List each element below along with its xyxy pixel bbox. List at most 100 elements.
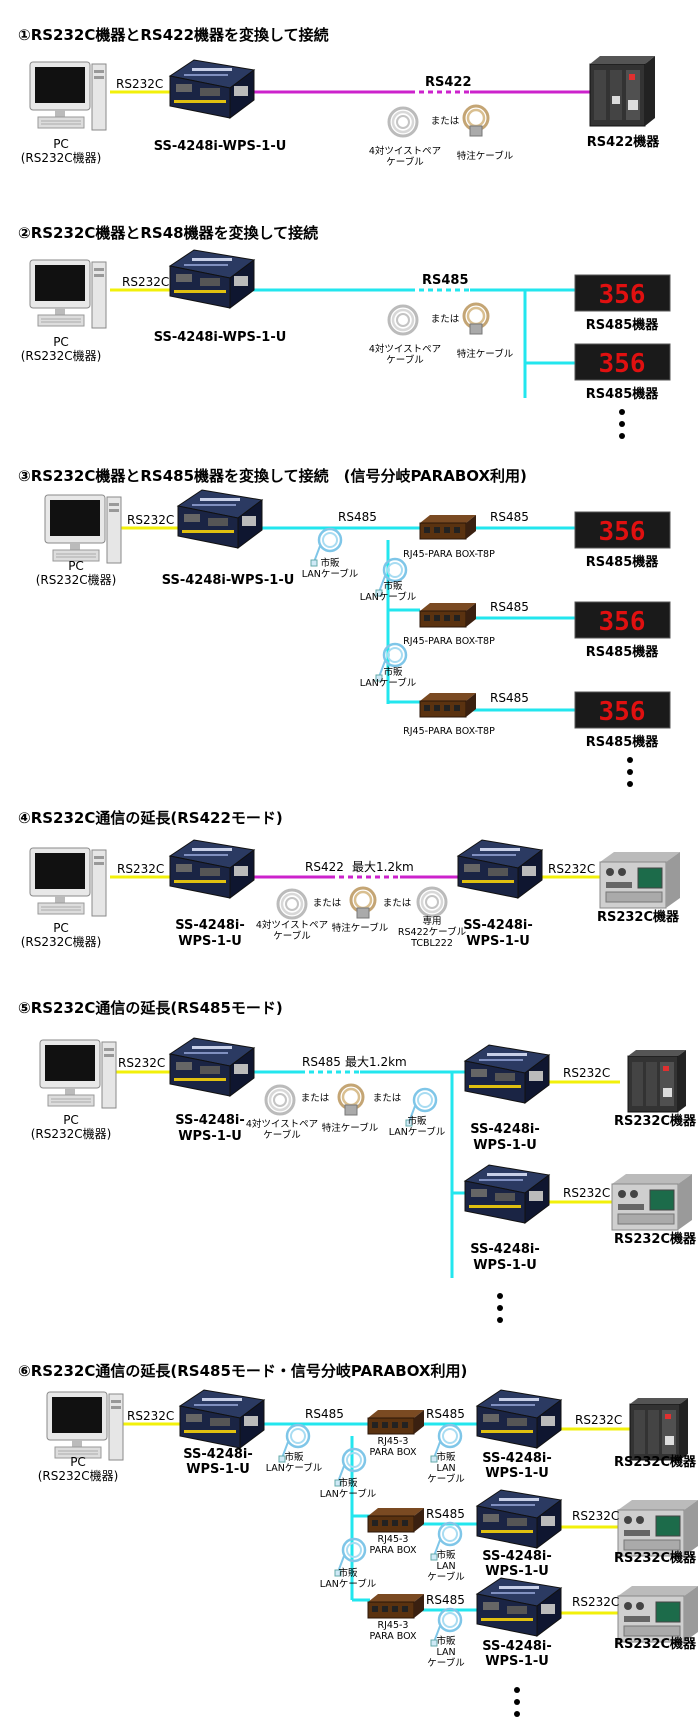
lan-label: 市販 bbox=[383, 666, 403, 678]
lan-label-2: LANケーブル bbox=[266, 1462, 323, 1474]
twisted-label: 4対ツイストペア bbox=[369, 343, 441, 355]
lan-label-2: LAN bbox=[436, 1463, 455, 1474]
rs485-display: 356 bbox=[574, 343, 671, 381]
lan-label: 市販 bbox=[436, 1635, 456, 1647]
converter-icon bbox=[476, 1389, 562, 1449]
rs485-label: RS485 bbox=[490, 691, 529, 705]
parabox-label: RJ45-PARA BOX-T8P bbox=[403, 549, 495, 560]
section-5-title: ⑤RS232C通信の延長(RS485モード) bbox=[18, 999, 283, 1017]
parabox-label: RJ45-3 bbox=[378, 1534, 409, 1545]
rs485-label: RS485 bbox=[305, 1407, 344, 1421]
rs485-device-label: RS485機器 bbox=[586, 554, 660, 570]
lan-label-2: LAN bbox=[436, 1561, 455, 1572]
display-digits: 356 bbox=[599, 280, 646, 310]
or-label: または bbox=[301, 1093, 330, 1104]
rs232c-label: RS232C bbox=[127, 1409, 174, 1423]
rs232c-panel-icon bbox=[617, 1585, 699, 1643]
rs232c-panel-icon bbox=[599, 851, 681, 909]
special-cable-label: 特注ケーブル bbox=[457, 150, 514, 162]
special-cable-label: 特注ケーブル bbox=[322, 1122, 379, 1134]
rs485-label: RS485 bbox=[426, 1507, 465, 1521]
rs232c-device-label: RS232C機器 bbox=[614, 1231, 697, 1247]
twisted-label-2: ケーブル bbox=[386, 156, 424, 168]
rs485-device-label: RS485機器 bbox=[586, 644, 660, 660]
special-cable-label: 特注ケーブル bbox=[332, 922, 389, 934]
twisted-cable-icon bbox=[387, 106, 419, 138]
lan-label: 市販 bbox=[338, 1477, 358, 1489]
twisted-cable-icon bbox=[276, 888, 308, 920]
converter-icon bbox=[457, 839, 543, 899]
section-5: RS232C RS485 最大1.2km RS232C RS232C PC (R… bbox=[31, 1037, 697, 1323]
special-cable-icon bbox=[349, 886, 377, 920]
parabox-label-2: PARA BOX bbox=[369, 1545, 417, 1556]
rs422-cable-label-3: TCBL222 bbox=[410, 938, 453, 949]
rs232c-label: RS232C bbox=[563, 1066, 610, 1080]
special-cable-icon bbox=[337, 1083, 365, 1117]
pc-icon bbox=[46, 1391, 124, 1461]
rs232c-label: RS232C bbox=[572, 1595, 619, 1609]
continuation-dots bbox=[619, 409, 625, 439]
section-2: 356 356 RS232C RS485 PC (RS232C機器) SS-42… bbox=[21, 249, 671, 439]
max-length-label: 最大1.2km bbox=[345, 1055, 407, 1069]
twisted-cable-icon bbox=[387, 304, 419, 336]
twisted-label-2: ケーブル bbox=[386, 354, 424, 366]
device-label-2: WPS-1-U bbox=[178, 934, 242, 949]
section-1-title: ①RS232C機器とRS422機器を変換して接続 bbox=[18, 26, 329, 44]
rs485-label: RS485 bbox=[490, 600, 529, 614]
device-label: SS-4248i- bbox=[183, 1447, 253, 1462]
display-digits: 356 bbox=[599, 517, 646, 547]
rs485-display: 356 bbox=[574, 274, 671, 312]
rs422-cable-icon bbox=[416, 886, 448, 918]
continuation-dots bbox=[514, 1687, 520, 1717]
twisted-label-2: ケーブル bbox=[263, 1129, 301, 1141]
display-digits: 356 bbox=[599, 349, 646, 379]
rs422-rack-icon bbox=[589, 55, 656, 127]
pc-label: PC bbox=[53, 137, 69, 151]
rs232c-label: RS232C bbox=[563, 1186, 610, 1200]
rs232c-panel-icon bbox=[617, 1499, 699, 1557]
lan-label-2: LANケーブル bbox=[389, 1126, 446, 1138]
section-2-title: ②RS232C機器とRS48機器を変換して接続 bbox=[18, 224, 318, 242]
device-label: SS-4248i-WPS-1-U bbox=[162, 573, 295, 588]
parabox-label-2: PARA BOX bbox=[369, 1447, 417, 1458]
rs232c-device-label: RS232C機器 bbox=[614, 1113, 697, 1129]
device-label-2: WPS-1-U bbox=[466, 934, 530, 949]
lan-label: 市販 bbox=[284, 1451, 304, 1463]
device-label-2: WPS-1-U bbox=[178, 1129, 242, 1144]
rs422-cable-label-2: RS422ケーブル bbox=[398, 926, 467, 938]
rs485-display: 356 bbox=[574, 691, 671, 729]
rs422-label: RS422 bbox=[305, 860, 344, 874]
or-label: または bbox=[313, 898, 342, 909]
device-label: SS-4248i- bbox=[175, 918, 245, 933]
device-label-2: WPS-1-U bbox=[473, 1258, 537, 1273]
parabox-label-2: PARA BOX bbox=[369, 1631, 417, 1642]
section-6: RS232C RS485 RS485 RS485 RS485 RS232C RS… bbox=[38, 1389, 699, 1717]
parabox-icon bbox=[367, 1507, 425, 1533]
rs232c-panel-icon bbox=[611, 1173, 693, 1231]
rs232c-rack-icon bbox=[627, 1049, 687, 1113]
rs232c-label: RS232C bbox=[127, 513, 174, 527]
converter-icon bbox=[476, 1577, 562, 1637]
lan-label-2: LANケーブル bbox=[360, 677, 417, 689]
twisted-cable-icon bbox=[264, 1084, 296, 1116]
pc-icon bbox=[39, 1039, 117, 1109]
rs232c-label: RS232C bbox=[548, 862, 595, 876]
rs485-device-label: RS485機器 bbox=[586, 386, 660, 402]
rs485-display: 356 bbox=[574, 511, 671, 549]
converter-icon bbox=[169, 839, 255, 899]
rs232c-device-label: RS232C機器 bbox=[597, 909, 680, 925]
pc-sub-label: (RS232C機器) bbox=[31, 1126, 112, 1141]
rs232c-label: RS232C bbox=[118, 1056, 165, 1070]
special-cable-icon bbox=[462, 302, 490, 336]
rs422-label: RS422 bbox=[425, 75, 472, 90]
lan-label-3: ケーブル bbox=[427, 1571, 465, 1583]
converter-icon bbox=[464, 1044, 550, 1104]
twisted-label: 4対ツイストペア bbox=[256, 919, 328, 931]
parabox-label: RJ45-3 bbox=[378, 1436, 409, 1447]
lan-label: 市販 bbox=[436, 1549, 456, 1561]
section-3: 356 356 356 RS232C RS485 RS485 RS485 RS4… bbox=[36, 489, 671, 787]
special-cable-icon bbox=[462, 104, 490, 138]
rs232c-label: RS232C bbox=[117, 862, 164, 876]
device-label: SS-4248i- bbox=[175, 1113, 245, 1128]
section-3-title: ③RS232C機器とRS485機器を変換して接続 (信号分岐PARABOX利用) bbox=[18, 467, 527, 485]
